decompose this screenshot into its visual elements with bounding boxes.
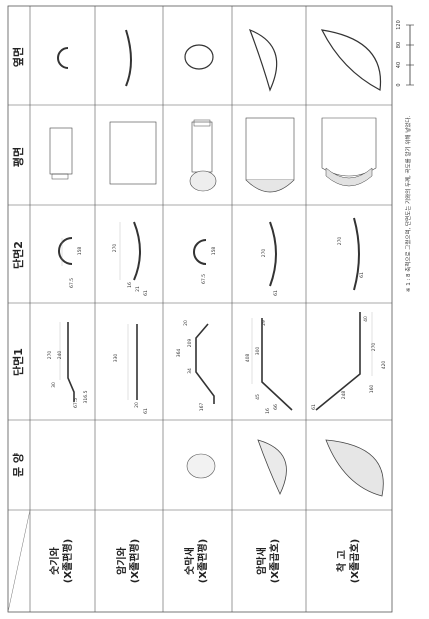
row-name-2-main: 암기와 — [117, 547, 128, 575]
dim-r4-45: 45 — [256, 394, 261, 400]
dim-r4-300: 300 — [256, 346, 261, 356]
dim-r1-30: 30 — [52, 382, 57, 388]
row-name-2: 암기와 (X졸편평) — [116, 521, 142, 601]
dim-r5-420: 420 — [382, 360, 387, 370]
dim-r3-675: 67.5 — [202, 273, 207, 285]
dim-r4-270: 270 — [262, 248, 267, 258]
dim-r3-364: 364 — [177, 348, 182, 358]
dim-r1-675b: 67.5 — [70, 277, 75, 289]
dim-r2-270: 270 — [113, 243, 118, 253]
dim-r1-240: 240 — [58, 350, 63, 360]
row-name-4-main: 암막새 — [257, 547, 268, 575]
row-name-5-main: 착 고 — [337, 550, 348, 572]
dim-r5-160: 160 — [370, 384, 375, 394]
scale-bar — [406, 24, 414, 86]
row-name-1-main: 숫기와 — [50, 547, 61, 575]
dim-r5-61b: 61 — [360, 272, 365, 278]
row-name-3-sub: (X졸편평) — [198, 538, 209, 584]
dim-r1-158: 158 — [78, 246, 83, 256]
row-name-3-main: 숫막새 — [185, 547, 196, 575]
row-name-2-sub: (X졸편평) — [130, 538, 141, 584]
scale-label-80: 80 — [396, 41, 402, 49]
row-5-drawings — [315, 29, 384, 497]
dim-r2-61: 61 — [144, 408, 149, 414]
dim-r1-3165: 316.5 — [84, 390, 89, 404]
row-1-drawings — [49, 47, 75, 402]
scale-label-0: 0 — [396, 83, 402, 87]
scale-note: ※ 1 : 8 축척으로 그렸으며, 단면도는 기와의 두께, 곡도를 알기 위… — [406, 115, 412, 293]
dim-r3-34: 34 — [188, 368, 193, 374]
dim-r3-167: 167 — [200, 402, 205, 412]
row-name-1: 숫기와 (X졸편평) — [49, 521, 75, 601]
scale-label-120: 120 — [396, 20, 402, 30]
dim-r1-675a: 67.5 — [74, 397, 79, 409]
dim-r4-61: 61 — [274, 290, 279, 296]
dim-r2-16: 16 — [128, 282, 133, 288]
dim-r2-61b: 61 — [144, 290, 149, 296]
dim-r4-66: 66 — [274, 404, 279, 410]
row-3-drawings — [184, 44, 217, 479]
header-end-view: 옆면 — [12, 46, 25, 68]
dim-r5-40: 40 — [364, 316, 369, 322]
dim-r4-16: 16 — [266, 408, 271, 414]
header-section1: 단면1 — [12, 348, 25, 376]
row-name-4: 암막새 (X졸곱호) — [256, 521, 282, 601]
row-2-drawings — [109, 29, 157, 400]
dim-r2-20: 20 — [135, 402, 140, 408]
header-pattern: 문 양 — [12, 452, 25, 478]
dim-r1-270: 270 — [48, 350, 53, 360]
dim-r5-248: 248 — [342, 390, 347, 400]
dim-r5-270b: 270 — [338, 236, 343, 246]
dim-r5-270: 270 — [372, 342, 377, 352]
dim-r4-29: 29 — [262, 320, 267, 326]
scale-label-40: 40 — [396, 61, 402, 69]
dim-r5-61: 61 — [312, 404, 317, 410]
row-name-5: 착 고 (X졸곱호) — [336, 521, 362, 601]
row-name-4-sub: (X졸곱호) — [270, 538, 281, 584]
header-section2: 단면2 — [12, 241, 25, 269]
header-plan: 평면 — [12, 146, 25, 168]
dim-r3-20: 20 — [184, 320, 189, 326]
row-name-1-sub: (X졸편평) — [63, 538, 74, 584]
row-name-3: 숫막새 (X졸편평) — [184, 521, 210, 601]
dim-r2-330: 330 — [114, 353, 119, 363]
row-4-drawings — [245, 28, 295, 495]
dim-r2-21: 21 — [136, 286, 141, 292]
row-name-5-sub: (X졸곱호) — [350, 538, 361, 584]
dim-r4-408: 408 — [246, 353, 251, 363]
dim-r3-158: 158 — [212, 246, 217, 256]
